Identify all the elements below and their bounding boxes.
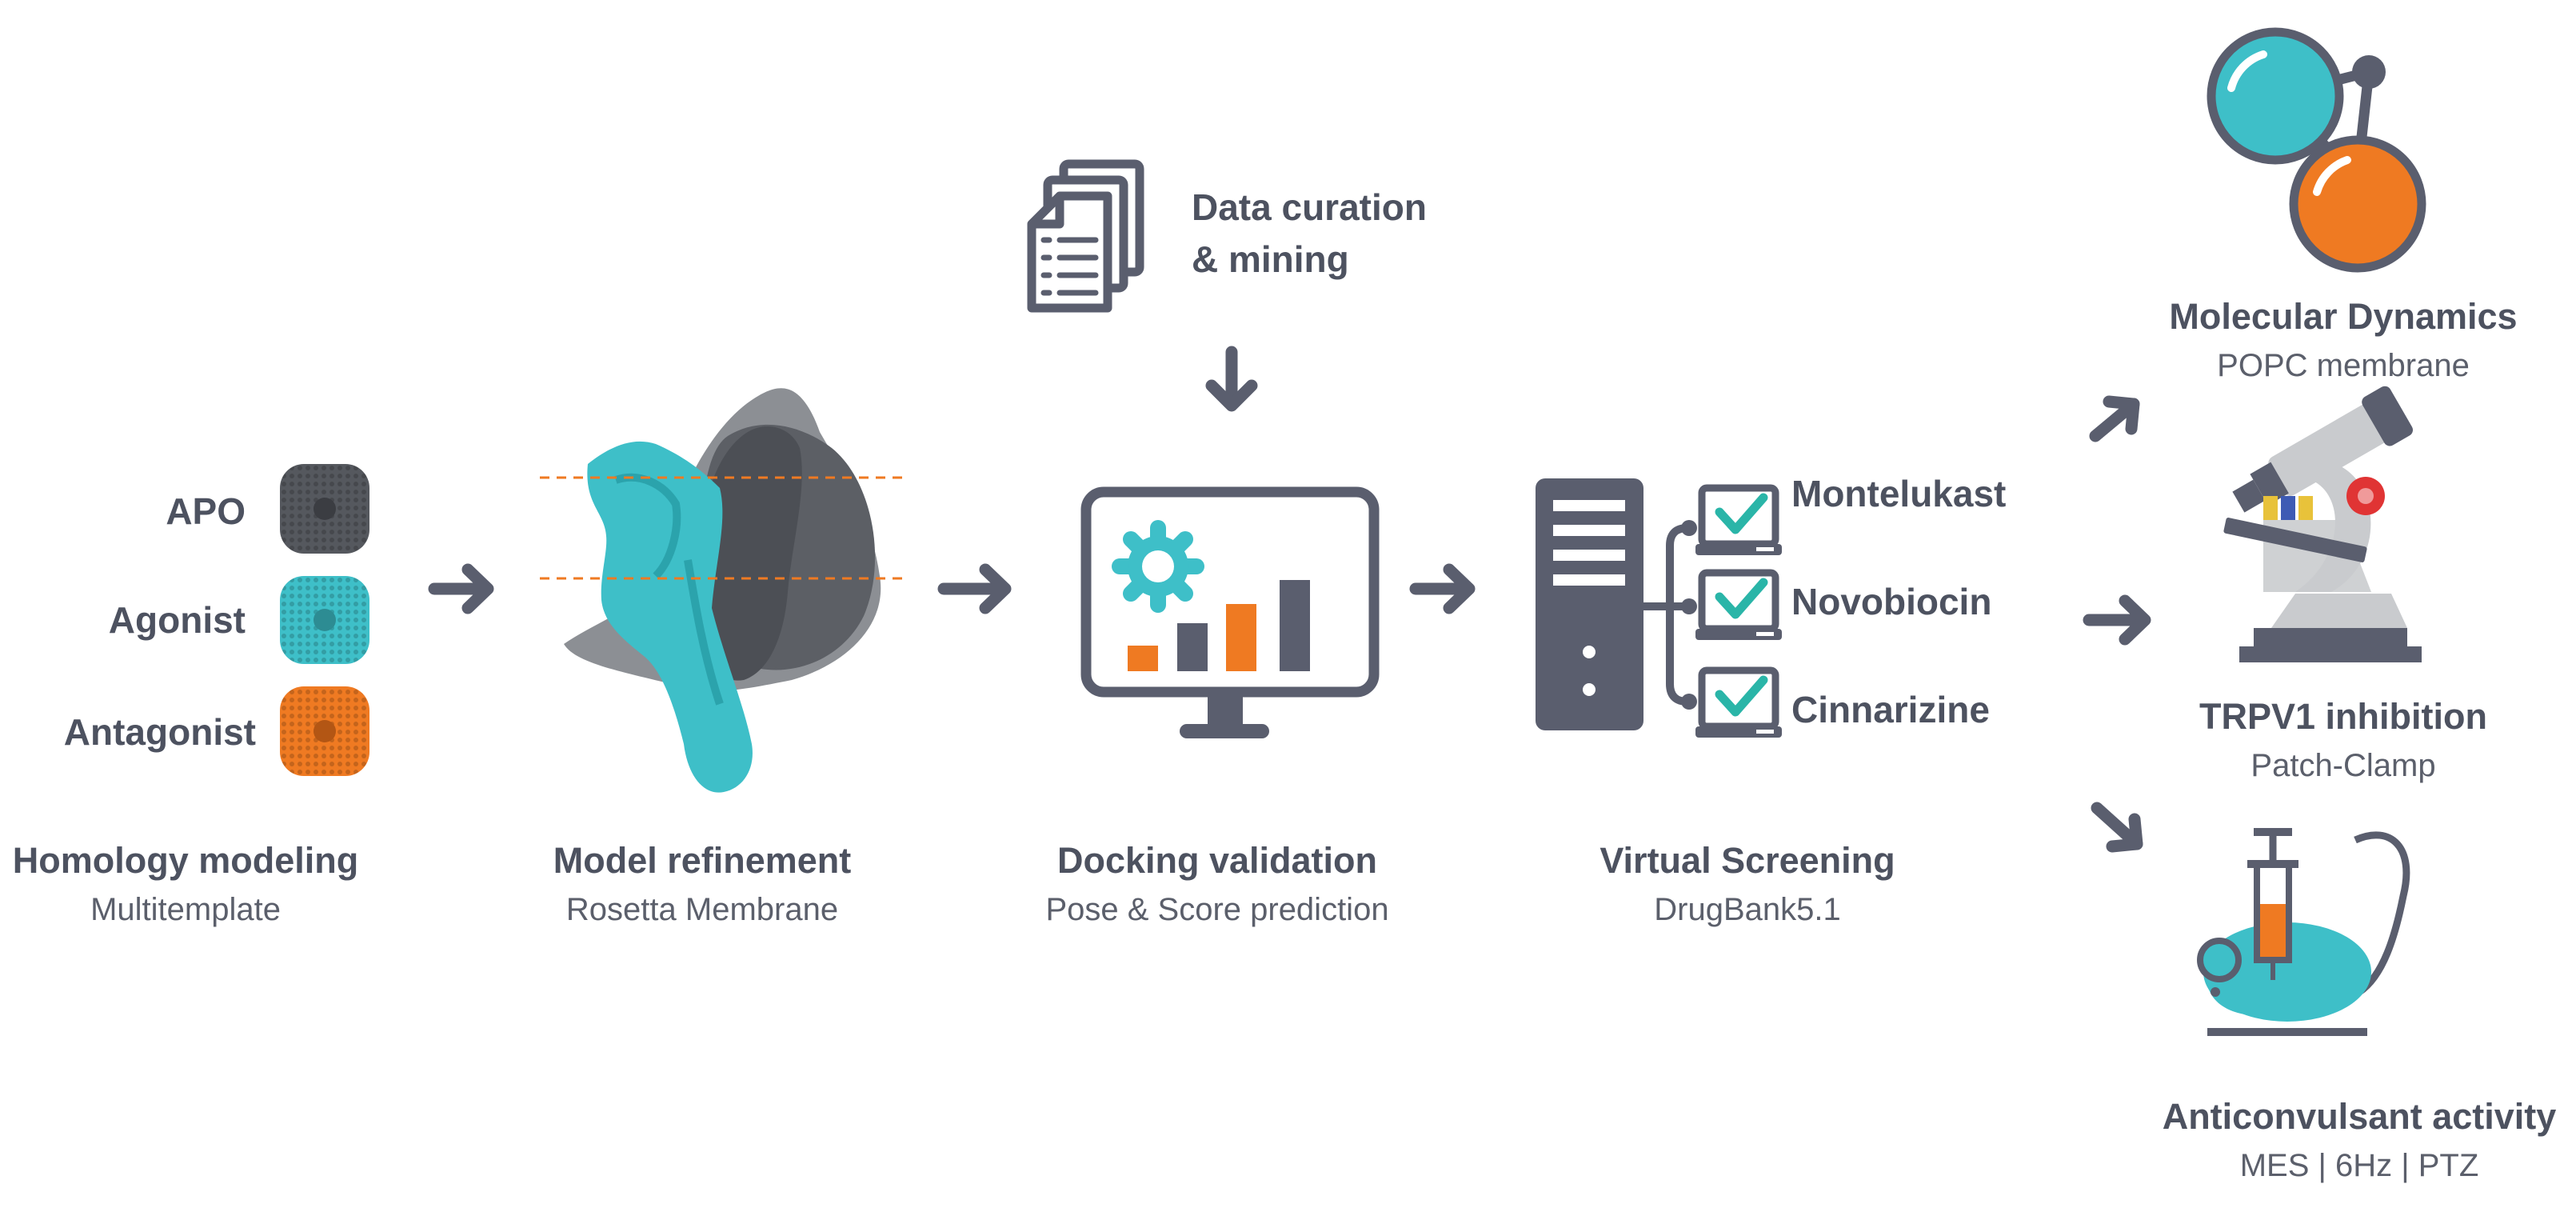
workstation-icon-1: [1695, 484, 1782, 555]
refinement-subtitle: Rosetta Membrane: [565, 892, 839, 927]
data-curation-line1: Data curation: [1192, 186, 1427, 228]
microscope-icon: [2223, 386, 2422, 662]
gear-icon: [1112, 520, 1204, 613]
arrow-1-icon: [428, 563, 494, 614]
docking-subtitle: Pose & Score prediction: [1045, 892, 1389, 927]
trpv1-subtitle: Patch-Clamp: [2251, 748, 2436, 783]
tree-nodes: [1681, 520, 1697, 710]
molecule-icon: [2207, 27, 2426, 273]
template-label-antagonist: Antagonist: [63, 711, 256, 753]
hit-cinnarizine: Cinnarizine: [1791, 689, 1990, 730]
anticonvulsant-title: Anticonvulsant activity: [2162, 1096, 2557, 1137]
docking-title: Docking validation: [1056, 840, 1378, 881]
data-curation-line2: & mining: [1192, 238, 1349, 280]
monitor-chart-icon: [1080, 486, 1380, 738]
mouse-syringe-icon: [2197, 828, 2410, 1036]
tree-connector: [1643, 524, 1689, 706]
homology-title: Homology modeling: [12, 840, 359, 881]
template-label-apo: APO: [166, 490, 246, 532]
anticonvulsant-subtitle: MES | 6Hz | PTZ: [2239, 1148, 2479, 1183]
screening-title: Virtual Screening: [1600, 840, 1895, 881]
arrow-down-icon: [1205, 346, 1258, 412]
refinement-title: Model refinement: [553, 840, 852, 881]
membrane-boundary-lines: [540, 476, 904, 580]
antagonist-protein-icon: [280, 686, 369, 776]
workstation-icon-2: [1695, 569, 1782, 640]
md-title: Molecular Dynamics: [2169, 296, 2518, 337]
documents-icon: [1027, 159, 1144, 313]
md-subtitle: POPC membrane: [2217, 348, 2470, 383]
homology-subtitle: Multitemplate: [90, 892, 281, 927]
agonist-protein-icon: [280, 576, 369, 664]
arrow-right-icon: [2083, 594, 2151, 646]
arrow-2-icon: [937, 563, 1012, 614]
trpv1-title: TRPV1 inhibition: [2199, 696, 2487, 737]
arrow-down-right-icon: [2091, 802, 2143, 853]
template-label-agonist: Agonist: [108, 599, 246, 641]
server-icon: [1536, 478, 1643, 730]
hit-novobiocin: Novobiocin: [1791, 581, 1992, 622]
arrow-3-icon: [1409, 563, 1476, 614]
arrow-up-right-icon: [2089, 395, 2140, 442]
screening-subtitle: DrugBank5.1: [1654, 892, 1841, 927]
workstation-icon-3: [1695, 666, 1782, 738]
refined-protein-structure: [564, 388, 881, 793]
apo-protein-icon: [280, 464, 369, 554]
hit-montelukast: Montelukast: [1791, 473, 2007, 514]
